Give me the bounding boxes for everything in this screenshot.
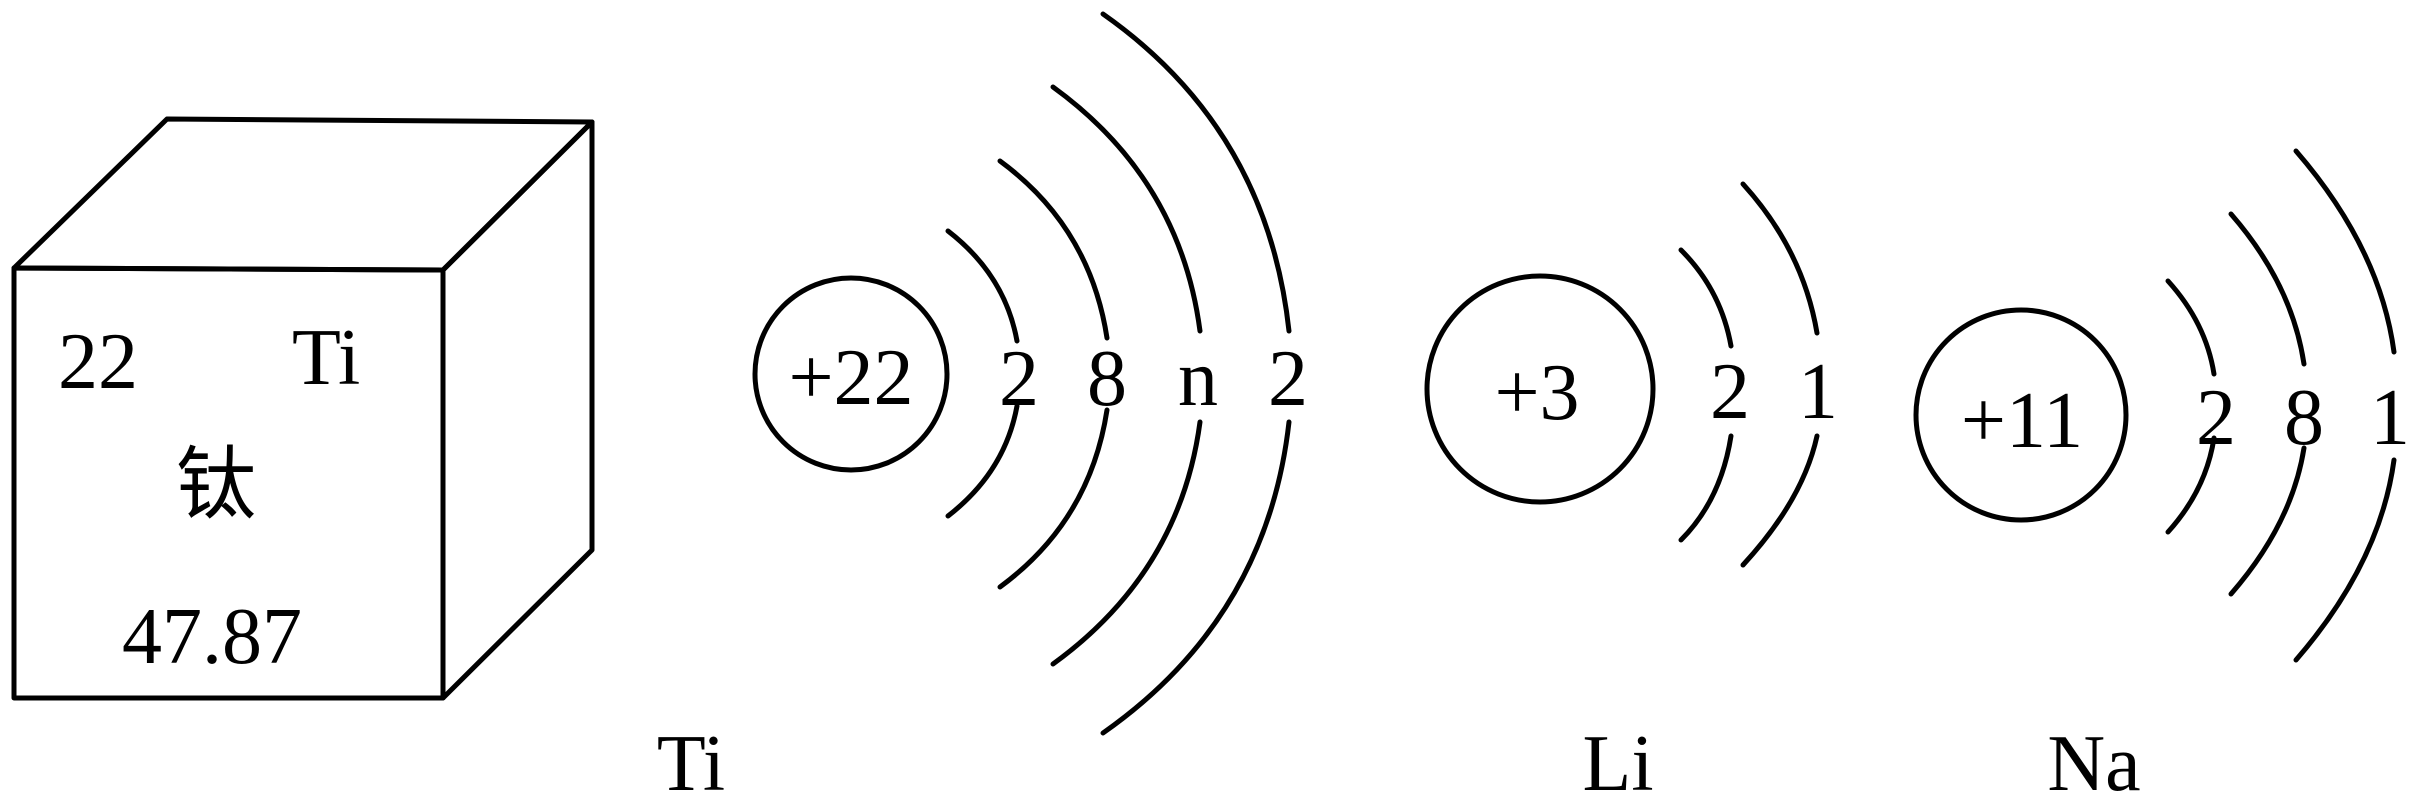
electron-shell-arc (945, 403, 1020, 519)
card-top-face (11, 116, 595, 273)
atom-ti: +22 2 8 n 2 Ti (657, 11, 1308, 803)
element-card: 22 Ti 钛 47.87 (11, 116, 595, 701)
nucleus-circle (1424, 273, 1656, 505)
electron-shell-arc (1678, 247, 1734, 349)
atom-label: Na (2047, 720, 2140, 803)
shell-count: 2 (999, 335, 1039, 423)
atomic-number: 22 (58, 318, 138, 406)
atom-li: +3 2 1 Li (1424, 181, 1838, 803)
electron-shell-arc (1100, 419, 1292, 736)
electron-shell-arc (2165, 278, 2217, 377)
electron-shell-arc (1050, 84, 1203, 334)
nucleus-circle (752, 275, 950, 473)
atom-label: Ti (657, 720, 725, 803)
electron-shell-arc (2228, 445, 2307, 597)
electron-shell-arc (1740, 181, 1820, 336)
shell-count: 8 (2284, 374, 2324, 462)
nucleus-circle (1913, 307, 2129, 523)
electron-shell-arc (2293, 457, 2397, 663)
shell-count: 1 (1798, 348, 1838, 436)
atomic-mass: 47.87 (122, 593, 302, 681)
electron-shell-arc (1100, 11, 1292, 334)
card-side-face (440, 119, 595, 701)
nucleus-charge: +22 (788, 334, 913, 422)
atom-label: Li (1582, 720, 1653, 803)
electron-shell-arc (997, 158, 1110, 341)
nucleus-charge: +11 (1961, 377, 2083, 465)
shell-count: 2 (2196, 374, 2236, 462)
electron-shell-arc (945, 228, 1020, 344)
electron-shell-arc (2228, 211, 2307, 367)
shell-count: 8 (1087, 335, 1127, 423)
electron-shell-arc (1678, 433, 1734, 543)
electron-shell-arc (1050, 419, 1203, 667)
atom-na: +11 2 8 1 Na (1913, 148, 2410, 803)
electron-shell-arc (997, 407, 1110, 590)
shell-count: 1 (2370, 374, 2410, 462)
element-name: 钛 (176, 438, 256, 531)
nucleus-charge: +3 (1494, 349, 1579, 437)
electron-shell-arc (2293, 148, 2397, 355)
shell-count: n (1178, 335, 1218, 423)
element-symbol: Ti (292, 314, 360, 402)
electron-shell-arc (1740, 433, 1820, 568)
shell-count: 2 (1710, 348, 1750, 436)
electron-shell-arc (2165, 435, 2217, 535)
shell-count: 2 (1268, 335, 1308, 423)
